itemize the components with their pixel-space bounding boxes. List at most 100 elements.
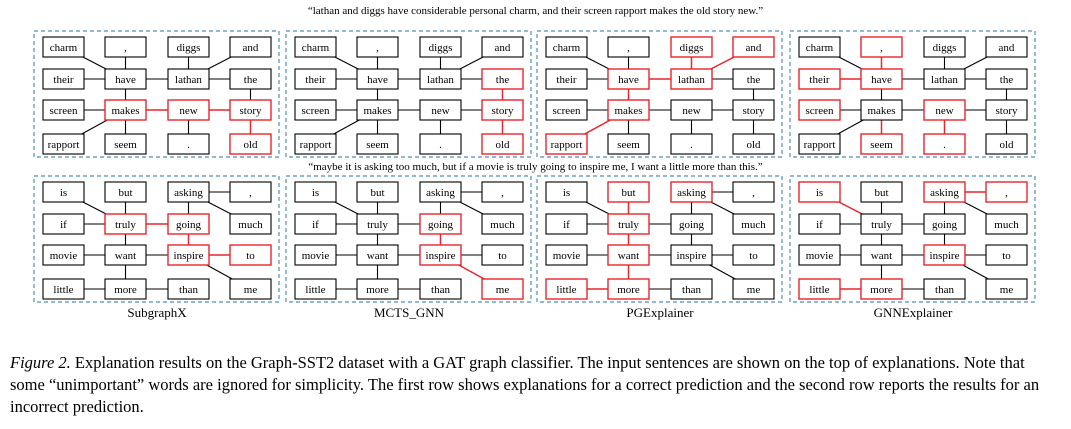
word-node (732, 244, 775, 266)
word-node (545, 99, 588, 121)
word-node (860, 99, 903, 121)
word-node-highlighted (607, 181, 650, 203)
word-node-highlighted (860, 68, 903, 90)
word-node-highlighted (732, 36, 775, 58)
word-label: truly (367, 219, 388, 231)
word-node (732, 133, 775, 155)
word-label: makes (867, 105, 895, 117)
word-node-highlighted (798, 99, 841, 121)
panel-border (285, 175, 532, 303)
word-node (294, 181, 337, 203)
word-label: and (999, 42, 1015, 54)
word-node-highlighted (104, 99, 147, 121)
word-node-highlighted (607, 68, 650, 90)
word-label: more (870, 284, 893, 296)
word-label: makes (111, 105, 139, 117)
word-label: more (114, 284, 137, 296)
word-node (356, 181, 399, 203)
word-node (356, 133, 399, 155)
word-node (167, 36, 210, 58)
word-node-highlighted (798, 68, 841, 90)
word-label: the (244, 74, 258, 86)
word-node-highlighted (419, 213, 462, 235)
word-label: have (871, 74, 892, 86)
word-node (985, 278, 1028, 300)
word-node (732, 278, 775, 300)
word-node (985, 68, 1028, 90)
word-node-highlighted (923, 99, 966, 121)
word-node (356, 99, 399, 121)
word-node (42, 213, 85, 235)
word-label: the (747, 74, 761, 86)
word-label: if (563, 219, 570, 231)
word-node (419, 181, 462, 203)
method-label-pgexplainer: PGExplainer (626, 305, 694, 320)
word-label: inspire (930, 250, 960, 262)
word-label: much (741, 219, 766, 231)
word-node (42, 133, 85, 155)
word-node (732, 213, 775, 235)
word-label: . (187, 139, 190, 151)
word-label: their (809, 74, 829, 86)
word-label: but (370, 187, 384, 199)
word-label: , (1005, 187, 1008, 199)
word-node (104, 68, 147, 90)
word-node (545, 36, 588, 58)
word-label: seem (114, 139, 137, 151)
word-node-highlighted (481, 278, 524, 300)
word-node (167, 133, 210, 155)
word-node (167, 68, 210, 90)
word-label: , (124, 42, 127, 54)
word-node (229, 181, 272, 203)
word-node-highlighted (860, 36, 903, 58)
word-node-highlighted (670, 181, 713, 203)
word-label: diggs (680, 42, 704, 54)
word-label: but (621, 187, 635, 199)
word-node (670, 133, 713, 155)
word-label: screen (49, 105, 78, 117)
word-label: going (679, 219, 705, 231)
word-label: want (618, 250, 639, 262)
word-label: than (431, 284, 450, 296)
caption-text: Explanation results on the Graph-SST2 da… (10, 353, 1040, 416)
word-label: diggs (933, 42, 957, 54)
word-node-highlighted (481, 133, 524, 155)
word-label: have (115, 74, 136, 86)
word-label: little (809, 284, 829, 296)
word-label: me (747, 284, 761, 296)
panel-border (33, 175, 280, 303)
word-label: . (943, 139, 946, 151)
word-node (104, 278, 147, 300)
word-node (229, 36, 272, 58)
word-label: the (496, 74, 510, 86)
word-node (798, 213, 841, 235)
word-node-highlighted (860, 278, 903, 300)
word-node-highlighted (607, 244, 650, 266)
word-label: lathan (175, 74, 202, 86)
word-node (42, 36, 85, 58)
word-label: to (749, 250, 758, 262)
word-label: have (367, 74, 388, 86)
word-label: is (816, 187, 823, 199)
word-node-highlighted (670, 68, 713, 90)
word-label: and (243, 42, 259, 54)
word-label: , (501, 187, 504, 199)
word-label: and (495, 42, 511, 54)
word-node-highlighted (481, 68, 524, 90)
word-label: seem (366, 139, 389, 151)
word-label: going (428, 219, 454, 231)
word-label: going (176, 219, 202, 231)
word-label: me (496, 284, 510, 296)
word-node-highlighted (104, 213, 147, 235)
word-node (860, 181, 903, 203)
word-label: me (1000, 284, 1014, 296)
word-node-highlighted (985, 181, 1028, 203)
panel-border (285, 30, 532, 158)
word-label: new (179, 105, 197, 117)
word-node (294, 278, 337, 300)
word-node (229, 213, 272, 235)
word-label: , (376, 42, 379, 54)
